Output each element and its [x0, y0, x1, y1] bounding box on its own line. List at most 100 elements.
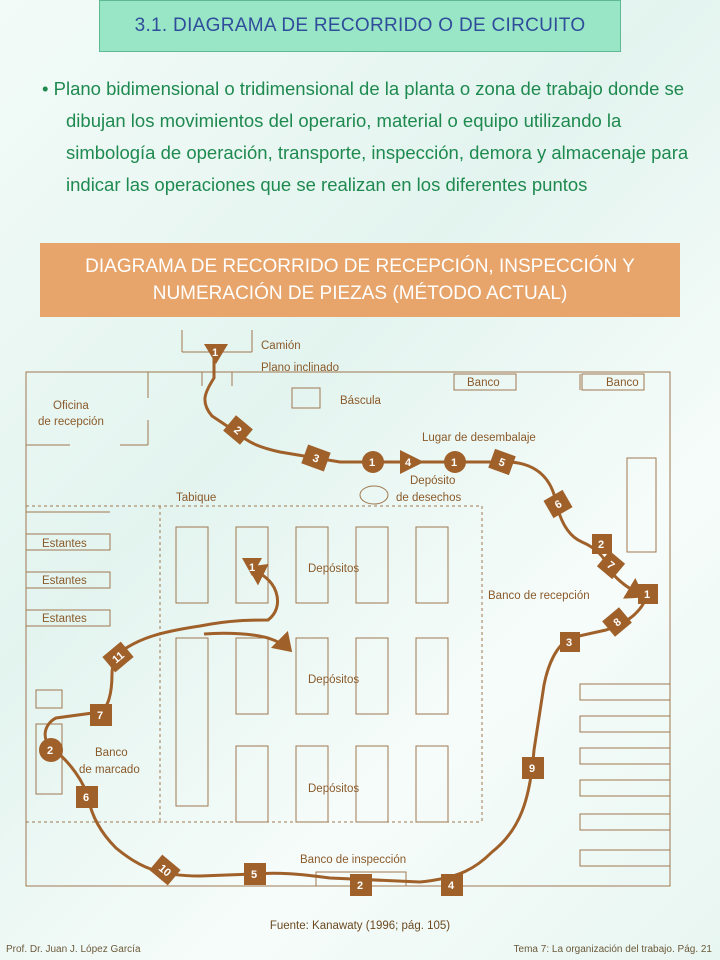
step-operation-2 [444, 451, 466, 473]
bench-top-2 [581, 373, 645, 391]
step-transport-box-6 [543, 489, 573, 519]
step-transport-box-5 [488, 448, 516, 476]
step-transport-11: 10 [149, 854, 181, 886]
step-transport-box-2 [223, 415, 253, 445]
footer-page: Tema 7: La organización del trabajo. Pág… [513, 944, 712, 955]
reception-bench [626, 457, 657, 553]
step-transport-8: 8 [602, 607, 632, 637]
step-label-19: 6 [83, 792, 89, 804]
bench-top-1 [453, 373, 517, 391]
step-label-1: 1 [212, 347, 218, 359]
bullet-paragraph: • Plano bidimensional o tridimensional d… [34, 73, 694, 201]
step-storage-1 [242, 558, 262, 576]
bullet-body: Plano bidimensional o tridimensional de … [53, 78, 689, 195]
label-banco-marcado-2: de marcado [79, 764, 140, 776]
label-lugar-desembalaje: Lugar de desembalaje [422, 432, 536, 444]
slide-title: 3.1. DIAGRAMA DE RECORRIDO O DE CIRCUITO [99, 0, 621, 52]
step-label-9: 2 [598, 539, 604, 551]
step-label-13: 3 [566, 637, 572, 649]
label-deposito-2: de desechos [396, 492, 461, 504]
step-label-6: 1 [451, 457, 457, 469]
label-estantes-3: Estantes [42, 613, 87, 625]
step-label-23: 1 [249, 562, 255, 574]
flow-path [43, 344, 648, 884]
step-label-16: 2 [357, 880, 363, 892]
shelf-3 [25, 609, 111, 627]
label-oficina-2: de recepción [38, 416, 104, 428]
bullet-mark: • [42, 78, 49, 99]
right-shelves [579, 683, 671, 867]
label-deposito-1: Depósito [410, 475, 455, 487]
step-transport-3: 3 [301, 444, 331, 472]
marking-small-box [35, 689, 63, 709]
step-label-14: 9 [529, 763, 535, 775]
label-banco-1: Banco [467, 377, 500, 389]
shelf-2 [25, 571, 111, 589]
step-operation-7 [90, 704, 112, 726]
label-banco-2: Banco [606, 377, 639, 389]
step-label-11: 1 [644, 589, 650, 601]
step-label-5: 4 [405, 457, 412, 469]
storage-racks [175, 526, 449, 823]
step-transport-box-7 [596, 550, 626, 580]
step-label-8: 6 [553, 498, 564, 511]
step-transport-marker-1 [204, 344, 228, 364]
bullet-text: • Plano bidimensional o tridimensional d… [34, 73, 694, 201]
label-depositos-3: Depósitos [308, 783, 359, 795]
step-inspection-4 [350, 874, 372, 896]
waste-bin [359, 485, 389, 505]
label-plano-inclinado: Plano inclinado [261, 362, 339, 374]
step-label-3: 3 [311, 452, 321, 465]
step-transport-box-12 [102, 641, 134, 673]
floor-plan [25, 330, 671, 887]
diagram-banner: DIAGRAMA DE RECORRIDO DE RECEPCIÓN, INSP… [40, 243, 680, 317]
step-transport-10 [244, 863, 266, 885]
step-inspection-1 [592, 534, 612, 554]
step-operation-6 [39, 738, 63, 762]
step-transport-2: 2 [223, 415, 253, 445]
label-depositos-1: Depósitos [308, 563, 359, 575]
banner-line-1: DIAGRAMA DE RECORRIDO DE RECEPCIÓN, INSP… [85, 256, 635, 277]
step-label-17: 5 [251, 869, 257, 881]
step-label-21: 7 [97, 710, 103, 722]
step-markers: 1 2 3 1 4 1 5 6 2 7 1 [39, 344, 658, 896]
banner-line-2: NUMERACIÓN DE PIEZAS (MÉTODO ACTUAL) [152, 283, 568, 304]
step-label-4: 1 [369, 457, 375, 469]
footer-author: Prof. Dr. Juan J. López García [6, 944, 141, 955]
step-inspection-2 [638, 584, 658, 604]
step-operation-1 [362, 451, 384, 473]
diagram-labels: Camión Plano inclinado Báscula Banco Ban… [38, 340, 639, 866]
flow-diagram: 1 2 3 1 4 1 5 6 2 7 1 [25, 330, 671, 896]
slide-title-text: 3.1. DIAGRAMA DE RECORRIDO O DE CIRCUITO [134, 15, 586, 36]
shelf-1 [25, 533, 111, 551]
banner-text: DIAGRAMA DE RECORRIDO DE RECEPCIÓN, INSP… [85, 253, 635, 307]
step-label-7: 5 [497, 456, 507, 469]
step-transport-9 [522, 757, 544, 779]
step-transport-4 [400, 450, 424, 474]
label-estantes-1: Estantes [42, 538, 87, 550]
step-transport-box-11 [149, 854, 181, 886]
step-transport-box-3 [301, 444, 331, 472]
step-operation-4 [441, 874, 463, 896]
label-depositos-2: Depósitos [308, 674, 359, 686]
label-banco-recepcion: Banco de recepción [488, 590, 590, 602]
label-bascula: Báscula [340, 395, 382, 407]
label-camion: Camión [261, 340, 301, 352]
step-transport-5: 5 [488, 448, 516, 476]
scale-box [291, 387, 321, 409]
label-banco-inspeccion: Banco de inspección [300, 854, 406, 866]
step-transport-7: 7 [596, 550, 626, 580]
label-tabique: Tabique [176, 492, 216, 504]
label-estantes-2: Estantes [42, 575, 87, 587]
source-citation: Fuente: Kanawaty (1996; pág. 105) [269, 920, 451, 932]
building-outline [25, 371, 671, 887]
label-banco-marcado-1: Banco [95, 747, 128, 759]
step-inspection-3 [560, 632, 580, 652]
step-transport-6: 6 [543, 489, 573, 519]
step-label-20: 2 [47, 745, 53, 757]
step-label-15: 4 [448, 880, 455, 892]
step-transport-box-8 [602, 607, 632, 637]
step-operation-5 [76, 786, 98, 808]
label-oficina-1: Oficina [53, 400, 89, 412]
step-transport-12: 11 [102, 641, 134, 673]
